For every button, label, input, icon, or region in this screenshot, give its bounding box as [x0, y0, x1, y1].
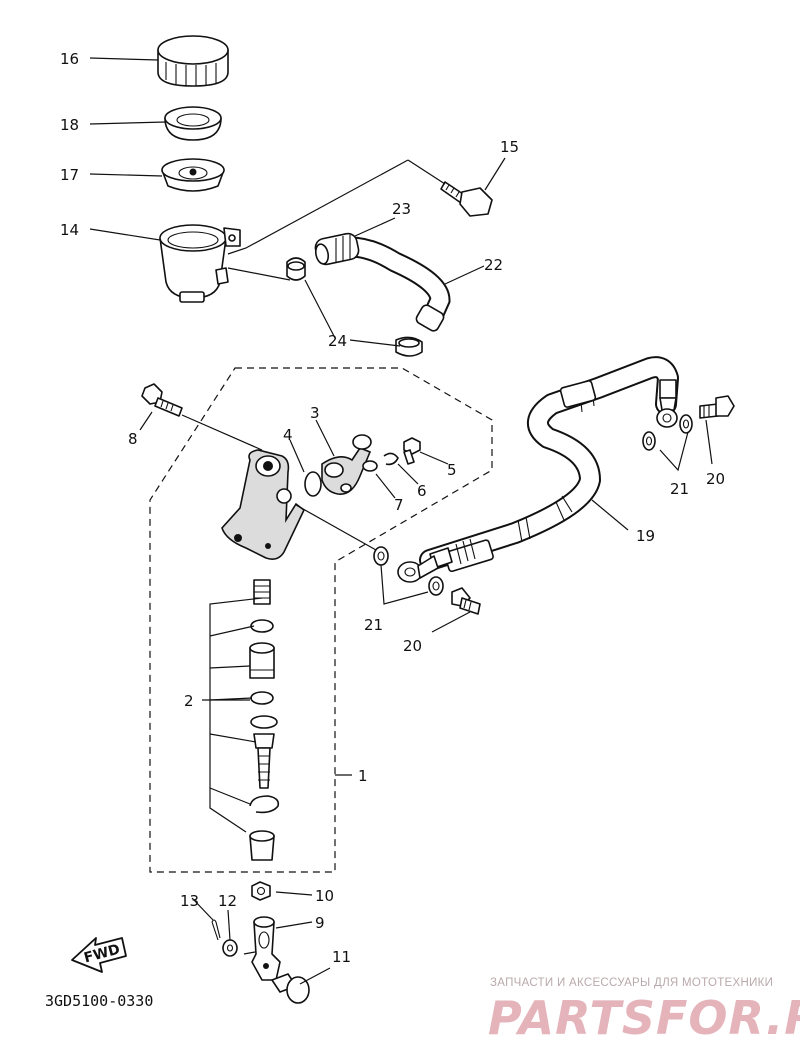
callout-2: 2 — [184, 692, 194, 710]
circlip-part — [249, 795, 280, 814]
callout-21-lower: 21 — [364, 616, 383, 634]
callout-14: 14 — [60, 221, 79, 239]
callout-10: 10 — [315, 887, 334, 905]
o-ring-4-part — [304, 471, 322, 497]
circlip-6-part — [383, 452, 399, 466]
callout-3: 3 — [310, 404, 320, 422]
callout-6: 6 — [417, 482, 427, 500]
diaphragm-part — [164, 106, 222, 141]
bolt-15-part — [440, 181, 493, 217]
screw-5-part — [403, 437, 421, 465]
copper-washer-upper-a — [642, 431, 656, 451]
washer-7-part — [362, 460, 378, 472]
callout-13: 13 — [180, 892, 199, 910]
callout-12: 12 — [218, 892, 237, 910]
nut-10-part — [251, 881, 271, 901]
watermark-brand: PARTSFOR.RU — [488, 991, 800, 1045]
diaphragm-plate-part — [161, 158, 225, 192]
callout-24: 24 — [328, 332, 347, 350]
callout-8: 8 — [128, 430, 138, 448]
callout-16: 16 — [60, 50, 79, 68]
assembly-boundary — [149, 367, 493, 873]
callout-22: 22 — [484, 256, 503, 274]
callout-15: 15 — [500, 138, 519, 156]
reservoir-hose-part — [314, 232, 451, 332]
mounting-bolt-8-part — [141, 383, 183, 417]
copper-washer-lower-b — [428, 576, 444, 596]
reservoir-tank-part — [159, 224, 241, 303]
union-bolt-upper-part — [699, 395, 735, 419]
piston-spring-part — [253, 579, 271, 605]
callout-4: 4 — [283, 426, 293, 444]
cup-seal-lower-part — [250, 691, 274, 705]
cotter-pin-13-part — [211, 919, 221, 941]
callout-1: 1 — [358, 767, 368, 785]
watermark-tagline: ЗАПЧАСТИ И АКСЕССУАРЫ ДЛЯ МОТОТЕХНИКИ — [490, 977, 773, 989]
union-bolt-lower-part — [451, 587, 481, 615]
brake-hose-part — [397, 356, 679, 583]
callout-9: 9 — [315, 914, 325, 932]
cup-seal-upper-part — [250, 619, 274, 633]
reservoir-cap-part — [157, 35, 229, 87]
callout-23: 23 — [392, 200, 411, 218]
partsfor-watermark: ЗАПЧАСТИ И АКСЕССУАРЫ ДЛЯ МОТОТЕХНИКИ PA… — [488, 977, 800, 1045]
copper-washer-upper-b — [679, 414, 693, 434]
hose-clip-upper-part — [286, 257, 306, 281]
push-rod-part — [250, 715, 278, 789]
copper-washer-lower-a — [373, 546, 389, 566]
fwd-arrow-icon: FWD — [71, 937, 127, 973]
callout-17: 17 — [60, 166, 79, 184]
hose-clip-lower-part — [395, 336, 423, 357]
piston-part — [249, 642, 275, 679]
clevis-9-part — [251, 916, 281, 981]
callout-11: 11 — [332, 948, 351, 966]
callout-18: 18 — [60, 116, 79, 134]
drawing-code: 3GD5100-0330 — [45, 992, 153, 1010]
callout-5: 5 — [447, 461, 457, 479]
callout-20-upper: 20 — [706, 470, 725, 488]
hose-joint-3-part — [321, 434, 372, 495]
master-cylinder-body-part — [221, 449, 306, 560]
callout-21-upper: 21 — [670, 480, 689, 498]
clevis-pin-11-part — [271, 973, 310, 1004]
callout-7: 7 — [394, 496, 404, 514]
callout-19: 19 — [636, 527, 655, 545]
dust-boot-part — [249, 830, 275, 861]
callout-20-lower: 20 — [403, 637, 422, 655]
washer-12-part — [222, 939, 238, 957]
